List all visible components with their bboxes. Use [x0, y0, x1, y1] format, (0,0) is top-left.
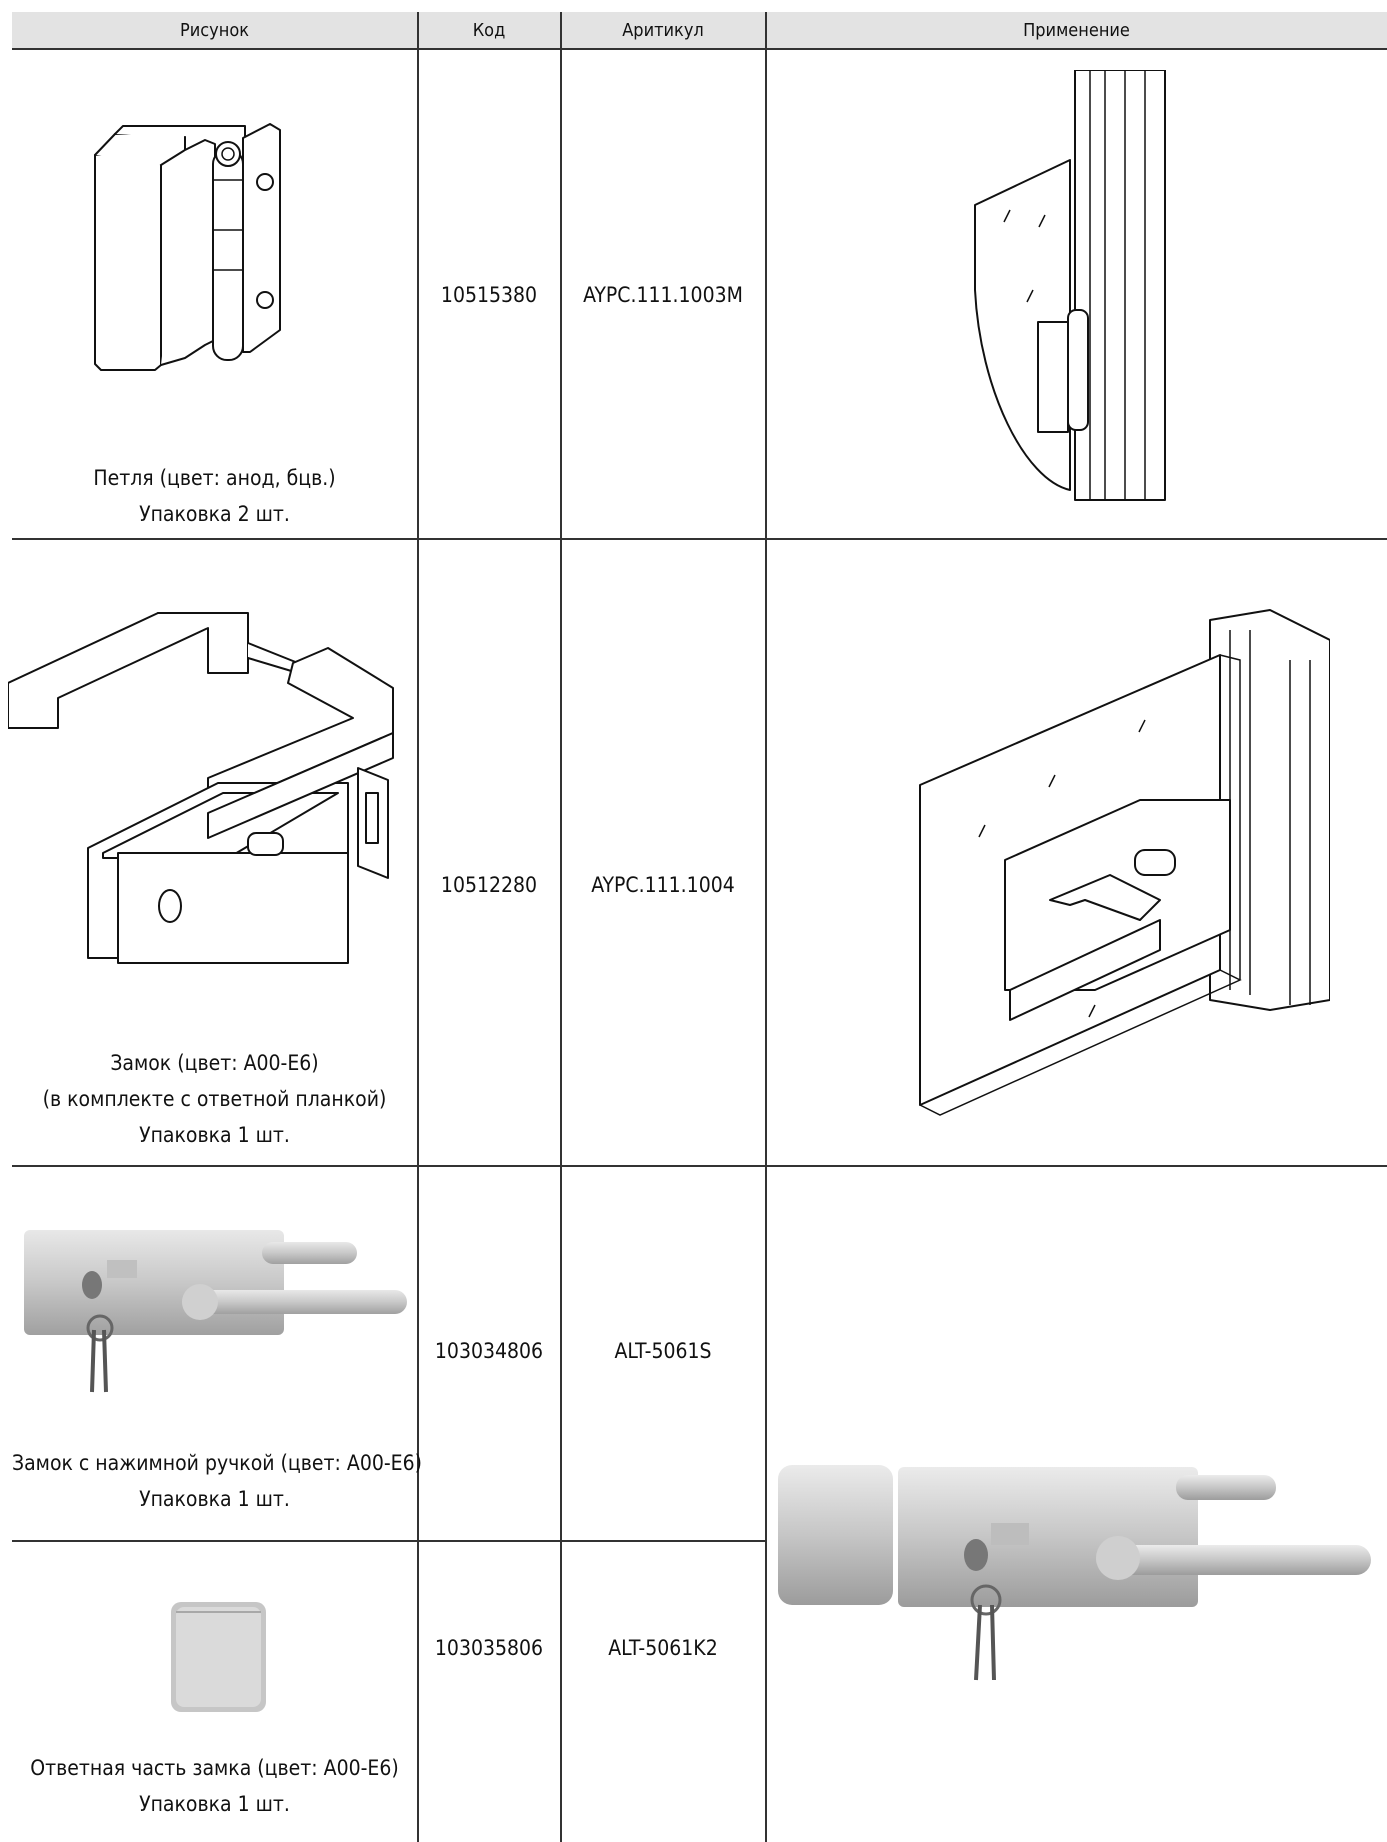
lock-usage-drawing: [919, 609, 1330, 1116]
grid-line: [560, 12, 562, 1842]
product-caption: Петля (цвет: анод, бцв.) Упаковка 2 шт.: [93, 466, 336, 526]
header-usage: Применение: [766, 12, 1387, 48]
press-handle-lock-photo: [24, 1230, 407, 1393]
product-caption: Ответная часть замка (цвет: А00-Е6) Упак…: [30, 1756, 399, 1816]
grid-line: [765, 12, 767, 1842]
grid-line: [12, 48, 1387, 50]
press-handle-usage-photo: [778, 1465, 1371, 1681]
product-article: AYPC.111.1004: [591, 873, 735, 897]
product-code: 103035806: [434, 1636, 544, 1660]
header-code: Код: [418, 12, 560, 48]
product-caption: Замок (цвет: А00-Е6) (в комплекте с отве…: [42, 1051, 387, 1147]
product-code: 10515380: [440, 283, 538, 307]
product-article: ALT-5061K2: [608, 1636, 718, 1660]
product-code: 103034806: [434, 1339, 544, 1363]
hinge-usage-drawing: [974, 70, 1166, 501]
header-picture: Рисунок: [12, 12, 417, 48]
strike-plate-photo: [171, 1602, 266, 1712]
grid-line: [12, 538, 1387, 540]
lock-drawing: [8, 612, 394, 964]
header-article: Аритикул: [561, 12, 765, 48]
grid-line: [12, 1165, 1387, 1167]
product-code: 10512280: [440, 873, 538, 897]
hinge-drawing: [94, 123, 281, 371]
product-article: ALT-5061S: [614, 1339, 712, 1363]
grid-line: [417, 12, 419, 1842]
product-caption: Замок с нажимной ручкой (цвет: А00-Е6) У…: [12, 1451, 423, 1511]
grid-line: [12, 1540, 765, 1542]
product-article: AYPC.111.1003M: [583, 283, 743, 307]
